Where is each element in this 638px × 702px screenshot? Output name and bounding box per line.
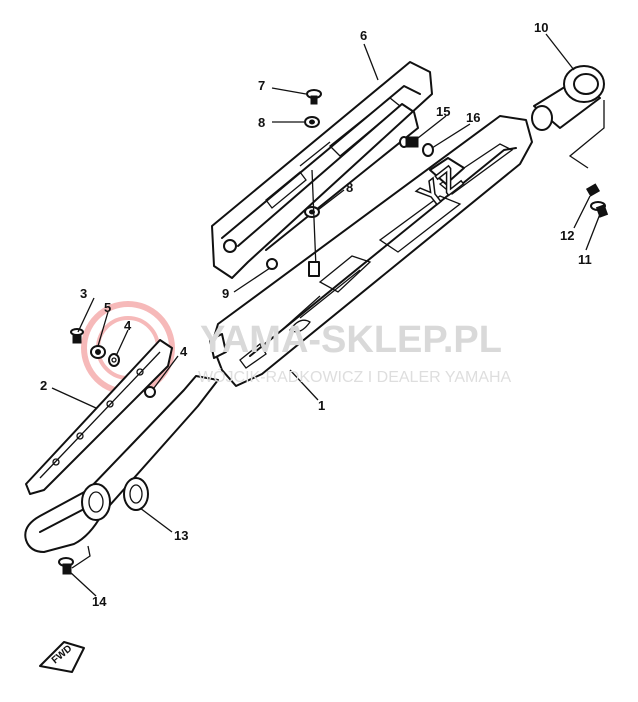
hardware-bolt-7[interactable] xyxy=(306,89,322,105)
callout-13: 13 xyxy=(174,528,188,543)
watermark-line2: WÓJCIK-RADKOWICZ I DEALER YAMAHA xyxy=(198,367,512,386)
leader-lines xyxy=(51,33,601,597)
callout-12: 12 xyxy=(560,228,574,243)
hardware-bolt-11[interactable] xyxy=(590,201,609,218)
pipe-protector[interactable] xyxy=(25,339,173,495)
hardware-washer-4a[interactable] xyxy=(108,353,120,367)
callout-7: 7 xyxy=(258,78,265,93)
heat-protector[interactable] xyxy=(211,61,433,279)
callout-4b: 4 xyxy=(180,344,188,359)
callout-1: 1 xyxy=(318,398,325,413)
hardware-bolt-15[interactable] xyxy=(399,136,419,148)
hardware-washer-4b[interactable] xyxy=(144,386,156,398)
hardware-washer-8a[interactable] xyxy=(304,116,320,128)
callout-9: 9 xyxy=(222,286,229,301)
callout-11: 11 xyxy=(578,252,592,267)
callout-15: 15 xyxy=(436,104,450,119)
callout-3: 3 xyxy=(80,286,87,301)
hardware-washer-8b[interactable] xyxy=(304,169,320,277)
callout-8a: 8 xyxy=(258,115,265,130)
gasket[interactable] xyxy=(123,477,149,511)
hardware-bolt-3[interactable] xyxy=(70,328,84,344)
hardware-bolt-14[interactable] xyxy=(58,545,91,575)
exhaust-pipe[interactable] xyxy=(24,375,219,553)
callout-6: 6 xyxy=(360,28,367,43)
watermark-line1: YAMA-SKLEP.PL xyxy=(200,319,502,361)
callout-10: 10 xyxy=(534,20,548,35)
callout-14: 14 xyxy=(92,594,107,609)
callout-4a: 4 xyxy=(124,318,132,333)
callout-2: 2 xyxy=(40,378,47,393)
callout-5: 5 xyxy=(104,300,111,315)
fwd-badge: FWD xyxy=(39,641,85,673)
hardware-nut-12[interactable] xyxy=(585,183,601,197)
callout-8b: 8 xyxy=(346,180,353,195)
hardware-washer-16[interactable] xyxy=(422,143,434,157)
hardware-nut-5[interactable] xyxy=(90,345,106,359)
callout-16: 16 xyxy=(466,110,480,125)
tail-pipe[interactable] xyxy=(531,65,605,169)
